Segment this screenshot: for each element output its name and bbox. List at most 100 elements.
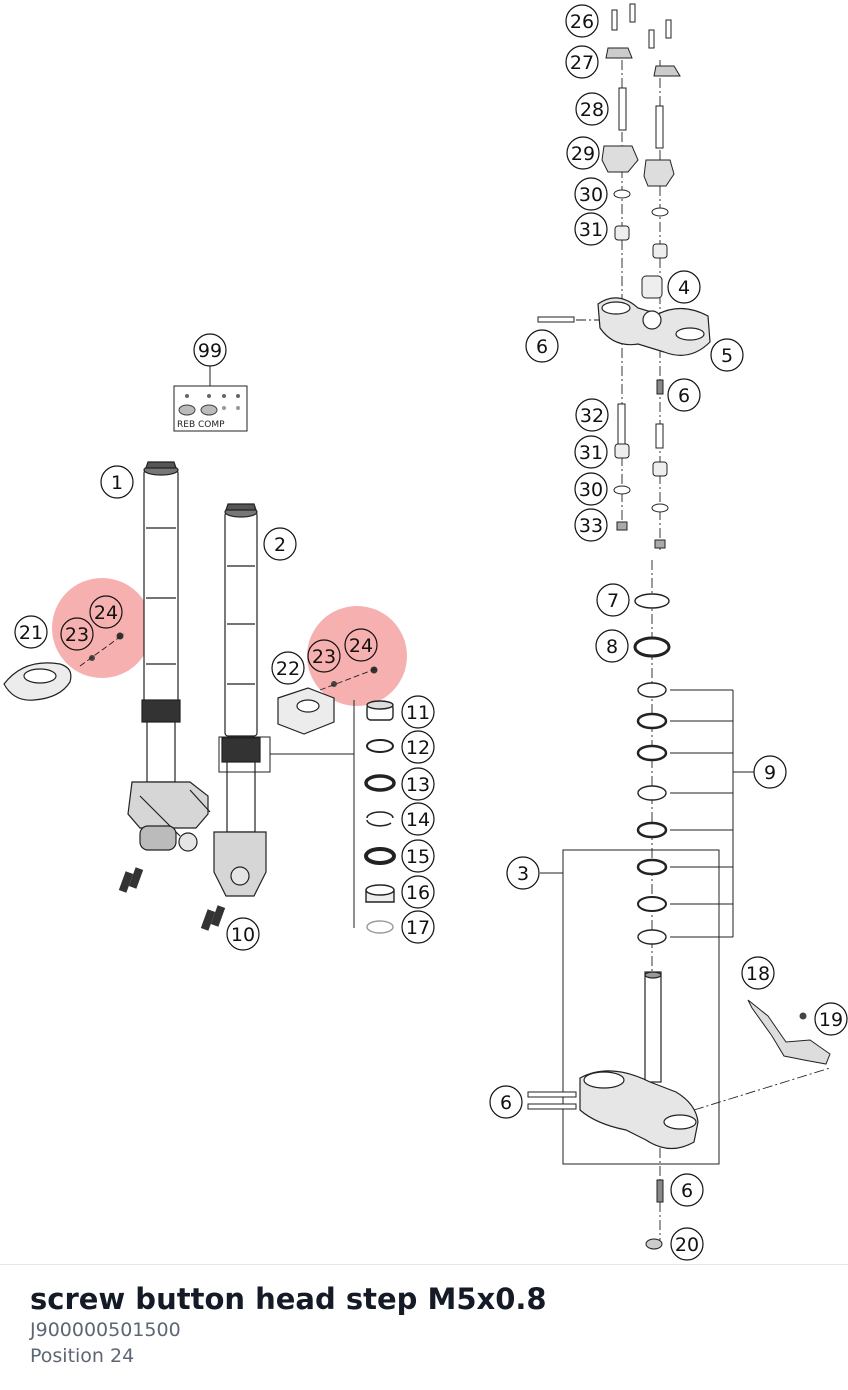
callout-c23b[interactable]: 23 <box>307 639 341 673</box>
callout-label: 2 <box>274 534 286 556</box>
screw-23-right[interactable] <box>331 681 337 687</box>
callout-c28[interactable]: 28 <box>575 92 609 126</box>
callout-circle <box>574 472 608 506</box>
callout-label: 17 <box>406 917 430 939</box>
steering-stem-lower-clamp[interactable] <box>579 971 699 1150</box>
callout-c5[interactable]: 5 <box>710 338 744 372</box>
callout-circle <box>193 333 227 367</box>
axle-clamp-bolts-left[interactable] <box>118 867 144 893</box>
callout-circle <box>401 839 435 873</box>
callout-c30b[interactable]: 30 <box>574 472 608 506</box>
callout-c9[interactable]: 9 <box>753 755 787 789</box>
callout-label: 6 <box>681 1180 693 1202</box>
callout-circle <box>753 755 787 789</box>
callout-circle <box>814 1002 848 1036</box>
callout-c33[interactable]: 33 <box>574 508 608 542</box>
callout-c18[interactable]: 18 <box>741 956 775 990</box>
fork-leg-left[interactable] <box>127 461 211 852</box>
callout-c19[interactable]: 19 <box>814 1002 848 1036</box>
callout-label: 33 <box>579 515 603 537</box>
callout-circle <box>596 583 630 617</box>
callout-circle <box>401 802 435 836</box>
bottom-bolt-6[interactable] <box>656 1179 664 1203</box>
callout-c32[interactable]: 32 <box>575 398 609 432</box>
callout-c22[interactable]: 22 <box>271 651 305 685</box>
callout-c27[interactable]: 27 <box>565 45 599 79</box>
callout-c6d[interactable]: 6 <box>670 1173 704 1207</box>
callout-c4[interactable]: 4 <box>667 270 701 304</box>
callout-c3[interactable]: 3 <box>506 856 540 890</box>
bearing-stack[interactable] <box>633 593 671 945</box>
callout-circle <box>667 270 701 304</box>
callout-circle <box>710 338 744 372</box>
upper-triple-clamp[interactable] <box>597 297 711 356</box>
fork-leg-right[interactable] <box>213 503 267 897</box>
top-clamp-bolts[interactable] <box>601 3 681 259</box>
callout-c6a[interactable]: 6 <box>525 329 559 363</box>
callout-c12[interactable]: 12 <box>401 730 435 764</box>
bracket-right[interactable] <box>277 687 335 735</box>
screw-24-right[interactable] <box>370 666 378 674</box>
callout-label: 13 <box>406 774 430 796</box>
callout-c99[interactable]: 99 <box>193 333 227 367</box>
lower-clamp-hardware[interactable] <box>613 403 669 549</box>
adjuster-label-card[interactable]: REB COMP <box>173 366 248 432</box>
screw-23-left[interactable] <box>89 655 95 661</box>
callout-c31b[interactable]: 31 <box>574 435 608 469</box>
stem-nut-20[interactable] <box>645 1238 663 1250</box>
callout-c30a[interactable]: 30 <box>574 177 608 211</box>
callout-label: 32 <box>580 405 604 427</box>
callout-c13[interactable]: 13 <box>401 767 435 801</box>
callout-label: 99 <box>198 340 222 362</box>
callout-c6c[interactable]: 6 <box>489 1085 523 1119</box>
callout-circle <box>525 329 559 363</box>
callout-c11[interactable]: 11 <box>401 695 435 729</box>
bracket-18[interactable] <box>747 999 831 1065</box>
callout-c1[interactable]: 1 <box>100 465 134 499</box>
callout-label: 18 <box>746 963 770 985</box>
callout-circle <box>506 856 540 890</box>
callout-c17[interactable]: 17 <box>401 910 435 944</box>
part-info-panel: screw button head step M5x0.8 J900000501… <box>0 1264 848 1390</box>
callout-circle <box>60 617 94 651</box>
callout-c8[interactable]: 8 <box>595 629 629 663</box>
clamp-bolt-6-upper[interactable] <box>537 316 575 323</box>
callout-c23a[interactable]: 23 <box>60 617 94 651</box>
callout-c6b[interactable]: 6 <box>667 378 701 412</box>
callout-c2[interactable]: 2 <box>263 527 297 561</box>
callout-circle <box>226 917 260 951</box>
callout-c7[interactable]: 7 <box>596 583 630 617</box>
axle-clamp-bolts-right[interactable] <box>200 905 226 931</box>
callout-c10[interactable]: 10 <box>226 917 260 951</box>
callout-c29[interactable]: 29 <box>566 136 600 170</box>
callout-label: 21 <box>19 622 43 644</box>
callout-c20[interactable]: 20 <box>670 1227 704 1261</box>
callout-circle <box>670 1173 704 1207</box>
callout-label: 7 <box>607 590 619 612</box>
callout-label: 12 <box>406 737 430 759</box>
screw-19[interactable] <box>799 1012 807 1020</box>
clamp-bolt-6-lower[interactable] <box>656 379 664 395</box>
callout-circle <box>741 956 775 990</box>
callout-c16[interactable]: 16 <box>401 875 435 909</box>
callout-c31a[interactable]: 31 <box>574 212 608 246</box>
callout-circle <box>100 465 134 499</box>
callout-label: 31 <box>579 219 603 241</box>
callout-c14[interactable]: 14 <box>401 802 435 836</box>
callout-c15[interactable]: 15 <box>401 839 435 873</box>
callout-c24b[interactable]: 24 <box>344 628 378 662</box>
callout-circle <box>89 595 123 629</box>
callout-c21[interactable]: 21 <box>14 615 48 649</box>
handlebar-cap-4[interactable] <box>641 275 663 299</box>
callout-c26[interactable]: 26 <box>565 4 599 38</box>
seal-stack[interactable] <box>364 700 396 934</box>
callout-circle <box>565 45 599 79</box>
adjuster-label-text: REB COMP <box>177 420 225 430</box>
callout-circle <box>401 910 435 944</box>
bracket-left[interactable] <box>3 662 72 701</box>
callout-circle <box>344 628 378 662</box>
callout-c24a[interactable]: 24 <box>89 595 123 629</box>
callout-label: 4 <box>678 277 690 299</box>
lower-clamp-bolts-6[interactable] <box>527 1091 577 1110</box>
